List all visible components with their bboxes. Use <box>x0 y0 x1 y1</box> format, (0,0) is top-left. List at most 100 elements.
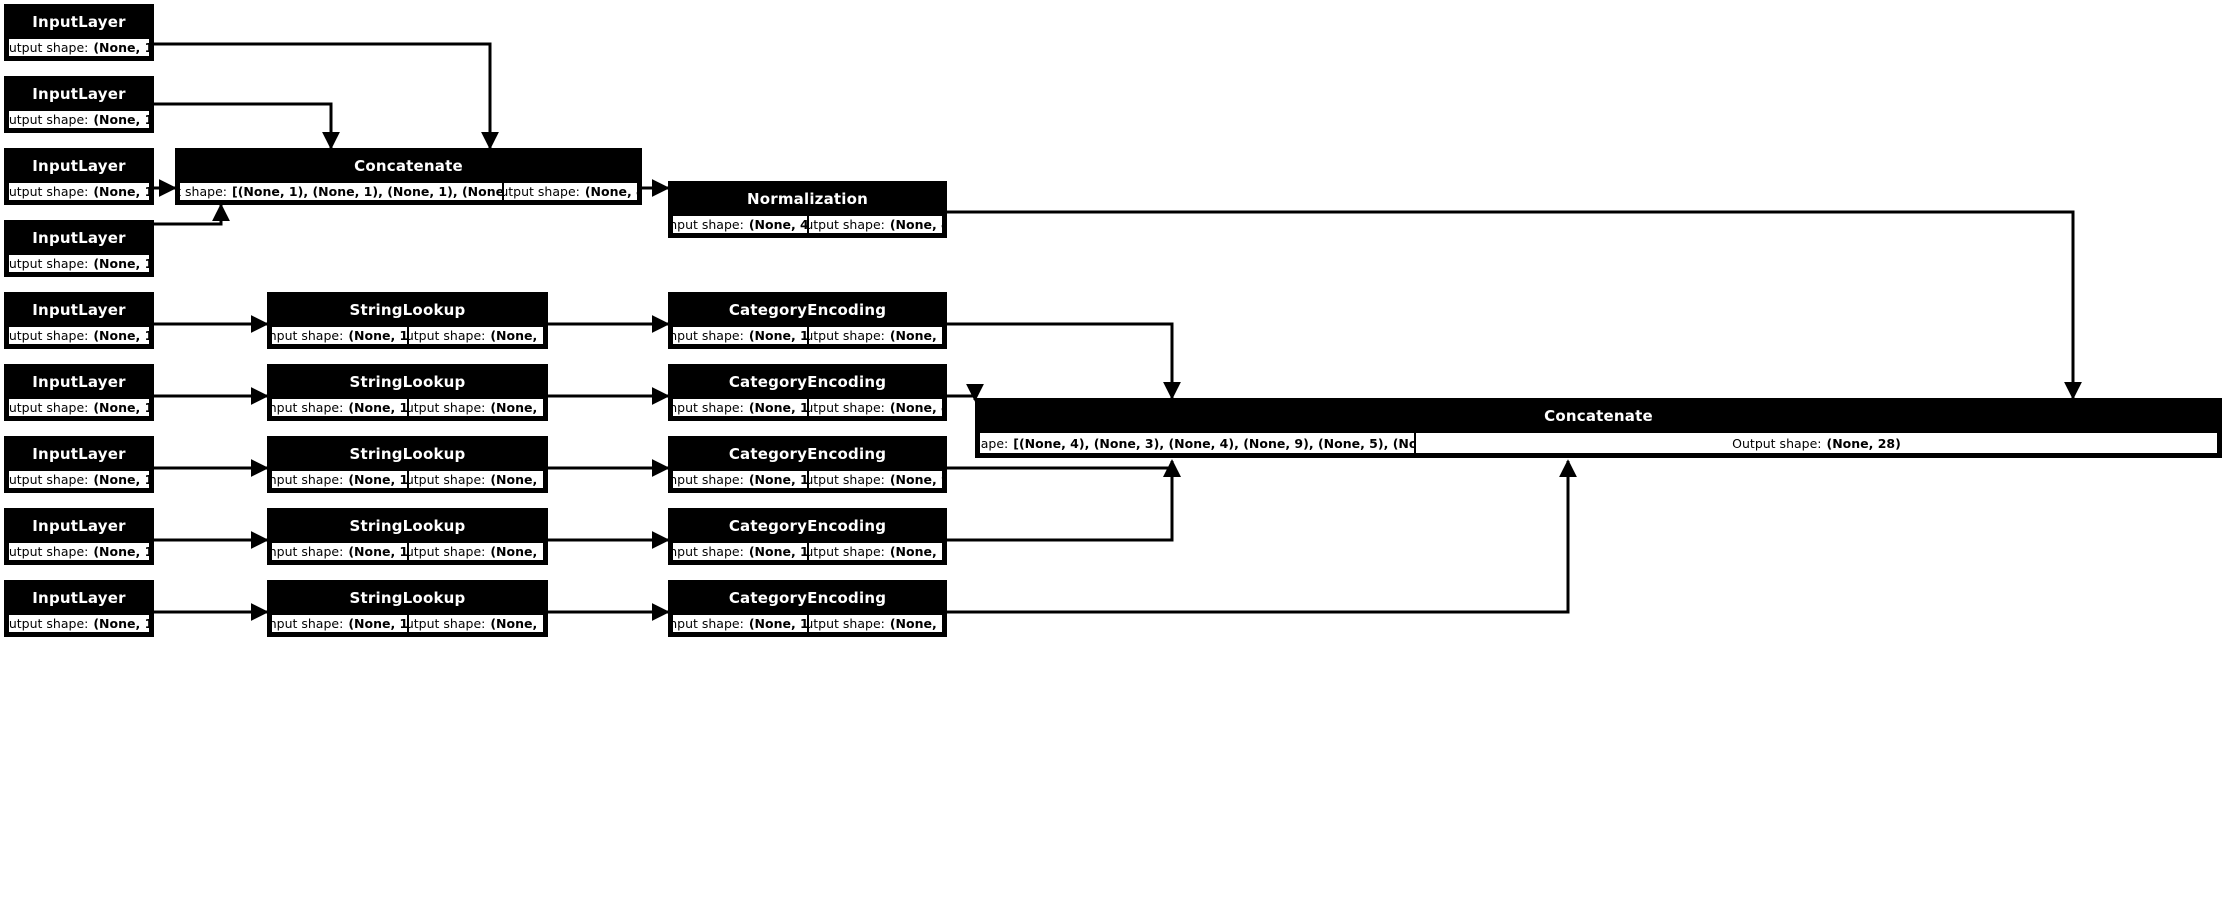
node-categoryencoding-3[interactable]: CategoryEncoding Input shape: (None, 1) … <box>668 436 947 493</box>
output-shape-value: (None, 1) <box>93 400 149 415</box>
output-shape-label: Output shape: <box>1732 435 1822 451</box>
output-shape-label: Output shape: <box>409 400 486 415</box>
node-shape-row: Input shape: (None, 1) Output shape: (No… <box>270 397 545 418</box>
input-shape-value: (None, 1) <box>748 472 807 487</box>
node-shape-row: Output shape: (None, 1) <box>7 325 151 346</box>
node-title: InputLayer <box>7 223 151 253</box>
output-shape-label: Output shape: <box>809 217 885 232</box>
node-inputlayer-numeric-4[interactable]: InputLayer Output shape: (None, 1) <box>4 220 154 277</box>
input-shape-value: (None, 1) <box>348 400 407 415</box>
node-title: Concatenate <box>178 151 639 181</box>
input-shape-label: Input shape: <box>272 472 344 487</box>
node-stringlookup-1[interactable]: StringLookup Input shape: (None, 1) Outp… <box>267 292 548 349</box>
output-shape-label: Output shape: <box>9 184 89 199</box>
node-title: CategoryEncoding <box>671 367 944 397</box>
output-shape-label: Output shape: <box>9 616 89 631</box>
output-shape-label: Output shape: <box>9 328 89 343</box>
output-shape-value: (None, 1) <box>93 328 149 343</box>
input-shape-cell: Input shape: (None, 1) <box>272 471 407 488</box>
input-shape-value: (None, 1) <box>348 472 407 487</box>
output-shape-label: Output shape: <box>409 472 486 487</box>
node-inputlayer-categorical-4[interactable]: InputLayer Output shape: (None, 1) <box>4 508 154 565</box>
input-shape-value: (None, 1) <box>348 544 407 559</box>
output-shape-label: Output shape: <box>809 400 885 415</box>
node-title: CategoryEncoding <box>671 583 944 613</box>
node-shape-row: Output shape: (None, 1) <box>7 37 151 58</box>
input-shape-label: Input shape: <box>272 544 344 559</box>
node-categoryencoding-1[interactable]: CategoryEncoding Input shape: (None, 1) … <box>668 292 947 349</box>
node-shape-row: Input shape: (None, 1) Output shape: (No… <box>671 613 944 634</box>
output-shape-cell: Output shape: (None, 1) <box>409 543 543 560</box>
node-shape-row: Output shape: (None, 1) <box>7 469 151 490</box>
input-shape-cell: Input shape: (None, 1) <box>673 543 807 560</box>
node-title: InputLayer <box>7 79 151 109</box>
output-shape-cell: Output shape: (None, 1) <box>9 471 149 488</box>
node-inputlayer-categorical-2[interactable]: InputLayer Output shape: (None, 1) <box>4 364 154 421</box>
input-shape-cell: Input shape: (None, 1) <box>673 471 807 488</box>
input-shape-label: Input shape: <box>673 472 744 487</box>
node-shape-row: Input shape: (None, 1) Output shape: (No… <box>671 469 944 490</box>
node-inputlayer-categorical-3[interactable]: InputLayer Output shape: (None, 1) <box>4 436 154 493</box>
input-shape-cell: Input shape: (None, 1) <box>673 615 807 632</box>
output-shape-cell: Output shape: (None, 1) <box>9 111 149 128</box>
node-title: InputLayer <box>7 367 151 397</box>
node-inputlayer-numeric-1[interactable]: InputLayer Output shape: (None, 1) <box>4 4 154 61</box>
node-inputlayer-numeric-2[interactable]: InputLayer Output shape: (None, 1) <box>4 76 154 133</box>
input-shape-cell: Input shape: (None, 1) <box>272 327 407 344</box>
node-categoryencoding-4[interactable]: CategoryEncoding Input shape: (None, 1) … <box>668 508 947 565</box>
node-shape-row: Input shape: (None, 1) Output shape: (No… <box>270 613 545 634</box>
output-shape-label: Output shape: <box>9 400 89 415</box>
node-concatenate-final[interactable]: Concatenate Input shape: [(None, 4), (No… <box>975 398 2222 458</box>
output-shape-cell: Output shape: (None, 4) <box>504 183 637 200</box>
node-title: StringLookup <box>270 367 545 397</box>
output-shape-label: Output shape: <box>9 256 89 271</box>
node-title: InputLayer <box>7 7 151 37</box>
output-shape-cell: Output shape: (None, 9) <box>809 471 942 488</box>
input-shape-cell: Input shape: (None, 1) <box>272 543 407 560</box>
output-shape-value: (None, 1) <box>490 400 543 415</box>
node-title: CategoryEncoding <box>671 295 944 325</box>
output-shape-label: Output shape: <box>809 616 885 631</box>
node-title: Concatenate <box>978 401 2219 431</box>
output-shape-value: (None, 4) <box>584 184 637 199</box>
node-stringlookup-2[interactable]: StringLookup Input shape: (None, 1) Outp… <box>267 364 548 421</box>
output-shape-label: Output shape: <box>9 112 89 127</box>
input-shape-value: (None, 4) <box>748 217 807 232</box>
output-shape-value: (None, 1) <box>93 256 149 271</box>
node-shape-row: Input shape: (None, 1) Output shape: (No… <box>671 541 944 562</box>
input-shape-cell: Input shape: (None, 4) <box>673 216 807 233</box>
node-title: StringLookup <box>270 511 545 541</box>
output-shape-cell: Output shape: (None, 1) <box>9 255 149 272</box>
output-shape-value: (None, 1) <box>490 328 543 343</box>
node-shape-row: Input shape: (None, 1) Output shape: (No… <box>270 325 545 346</box>
output-shape-label: Output shape: <box>809 328 885 343</box>
output-shape-label: Output shape: <box>409 616 486 631</box>
node-inputlayer-categorical-5[interactable]: InputLayer Output shape: (None, 1) <box>4 580 154 637</box>
input-shape-label: Input shape: <box>272 328 344 343</box>
output-shape-label: Output shape: <box>809 472 885 487</box>
output-shape-cell: Output shape: (None, 1) <box>409 615 543 632</box>
node-categoryencoding-5[interactable]: CategoryEncoding Input shape: (None, 1) … <box>668 580 947 637</box>
node-shape-row: Input shape: (None, 1) Output shape: (No… <box>671 325 944 346</box>
node-inputlayer-numeric-3[interactable]: InputLayer Output shape: (None, 1) <box>4 148 154 205</box>
output-shape-value: (None, 1) <box>93 40 149 55</box>
output-shape-value: (None, 1) <box>490 472 543 487</box>
input-shape-label: Input shape: <box>980 435 1009 451</box>
node-stringlookup-3[interactable]: StringLookup Input shape: (None, 1) Outp… <box>267 436 548 493</box>
node-categoryencoding-2[interactable]: CategoryEncoding Input shape: (None, 1) … <box>668 364 947 421</box>
node-stringlookup-5[interactable]: StringLookup Input shape: (None, 1) Outp… <box>267 580 548 637</box>
node-concatenate-numeric[interactable]: Concatenate Input shape: [(None, 1), (No… <box>175 148 642 205</box>
node-title: InputLayer <box>7 583 151 613</box>
node-title: InputLayer <box>7 151 151 181</box>
output-shape-label: Output shape: <box>809 544 885 559</box>
node-stringlookup-4[interactable]: StringLookup Input shape: (None, 1) Outp… <box>267 508 548 565</box>
input-shape-value: (None, 1) <box>748 544 807 559</box>
node-shape-row: Input shape: (None, 1) Output shape: (No… <box>671 397 944 418</box>
node-shape-row: Input shape: (None, 1) Output shape: (No… <box>270 469 545 490</box>
output-shape-cell: Output shape: (None, 1) <box>409 471 543 488</box>
output-shape-value: (None, 9) <box>889 472 942 487</box>
input-shape-label: Input shape: <box>180 184 227 199</box>
node-normalization[interactable]: Normalization Input shape: (None, 4) Out… <box>668 181 947 238</box>
node-inputlayer-categorical-1[interactable]: InputLayer Output shape: (None, 1) <box>4 292 154 349</box>
output-shape-cell: Output shape: (None, 1) <box>9 327 149 344</box>
